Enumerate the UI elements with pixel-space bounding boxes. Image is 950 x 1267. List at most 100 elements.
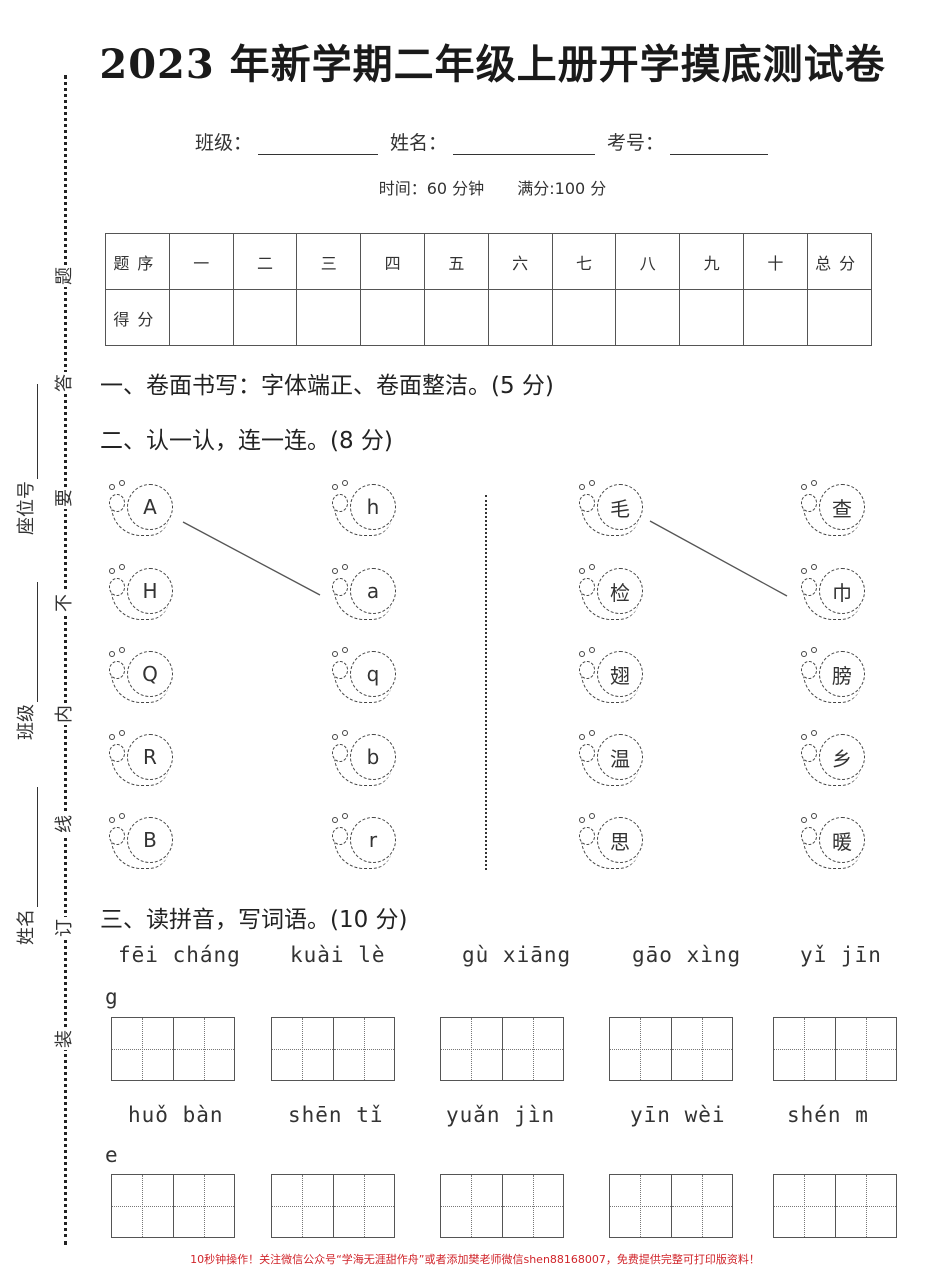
margin-name-label: 姓名 xyxy=(16,909,37,945)
score-label: 得分 xyxy=(105,289,170,346)
snail-char-jian[interactable]: 检 xyxy=(575,564,645,626)
snail-char-wen[interactable]: 温 xyxy=(575,730,645,792)
exam-number-label: 考号： xyxy=(607,132,665,154)
snail-char-bang[interactable]: 膀 xyxy=(797,647,867,709)
margin-seat-number: 座位号 xyxy=(12,384,38,535)
writing-grid[interactable] xyxy=(440,1017,564,1081)
pinyin-label: gāo xìng xyxy=(632,943,742,967)
score-table-header-row: 题序 一 二 三 四 五 六 七 八 九 十 总分 xyxy=(105,233,872,290)
writing-grid[interactable] xyxy=(111,1017,235,1081)
writing-grid[interactable] xyxy=(440,1174,564,1238)
page-title: 2023 年新学期二年级上册开学摸底测试卷 xyxy=(99,41,886,88)
score-cell[interactable] xyxy=(232,289,298,346)
pinyin-label: shēn tǐ xyxy=(288,1103,384,1127)
name-field[interactable] xyxy=(453,133,596,155)
snail-char-cha[interactable]: 查 xyxy=(797,480,867,542)
margin-warning-char: 题 xyxy=(54,265,76,287)
snail-char-si[interactable]: 思 xyxy=(575,813,645,875)
score-cell[interactable] xyxy=(679,289,744,346)
margin-warning-char: 线 xyxy=(54,813,76,835)
snail-letter-h[interactable]: h xyxy=(328,480,398,542)
writing-grid[interactable] xyxy=(111,1174,235,1238)
margin-class-label: 班级 xyxy=(16,704,37,740)
name-label: 姓名： xyxy=(390,132,448,154)
column-header: 四 xyxy=(360,233,425,290)
snail-letter-A[interactable]: A xyxy=(105,480,175,542)
column-header: 二 xyxy=(232,233,298,290)
section-2-heading: 二、认一认，连一连。(8 分) xyxy=(100,428,393,454)
pinyin-wrap: e xyxy=(105,1143,119,1167)
pinyin-label: gù xiāng xyxy=(462,943,572,967)
binding-dotted-line xyxy=(64,75,67,1245)
exam-number-field[interactable] xyxy=(670,133,769,155)
column-header: 三 xyxy=(296,233,362,290)
snail-letter-b[interactable]: b xyxy=(328,730,398,792)
snail-letter-r[interactable]: r xyxy=(328,813,398,875)
margin-class: 班级 xyxy=(12,582,38,740)
score-cell[interactable] xyxy=(551,289,617,346)
class-label: 班级： xyxy=(195,132,253,154)
footer-promo-text: 10秒钟操作！关注微信公众号“学海无涯甜作舟”或者添加樊老师微信shen8816… xyxy=(190,1253,760,1266)
snail-char-mao[interactable]: 毛 xyxy=(575,480,645,542)
snail-letter-B[interactable]: B xyxy=(105,813,175,875)
margin-warning-char: 答 xyxy=(54,372,76,394)
seat-number-label: 座位号 xyxy=(16,481,37,535)
column-header: 六 xyxy=(487,233,553,290)
column-header: 八 xyxy=(615,233,681,290)
snail-char-nuan[interactable]: 暖 xyxy=(797,813,867,875)
score-cell[interactable] xyxy=(296,289,362,346)
column-header-total: 总分 xyxy=(806,233,872,290)
writing-grid[interactable] xyxy=(609,1017,733,1081)
margin-warning-char: 要 xyxy=(54,487,76,509)
score-cell[interactable] xyxy=(423,289,489,346)
margin-class-field[interactable] xyxy=(18,582,38,702)
score-cell[interactable] xyxy=(742,289,808,346)
snail-letter-q[interactable]: q xyxy=(328,647,398,709)
writing-grid[interactable] xyxy=(773,1174,897,1238)
seat-number-field[interactable] xyxy=(18,384,38,479)
writing-grid[interactable] xyxy=(773,1017,897,1081)
pinyin-label: huǒ bàn xyxy=(128,1103,224,1127)
matching-divider xyxy=(485,495,487,870)
writing-grid[interactable] xyxy=(609,1174,733,1238)
column-header: 九 xyxy=(679,233,744,290)
pinyin-label: kuài lè xyxy=(290,943,386,967)
pinyin-label: shén m xyxy=(787,1103,869,1127)
pinyin-label: yuǎn jìn xyxy=(446,1103,556,1127)
time-limit: 时间：60 分钟 xyxy=(378,179,485,198)
column-header: 七 xyxy=(551,233,617,290)
margin-warning-char: 装 xyxy=(54,1028,76,1050)
margin-name-field[interactable] xyxy=(18,787,38,907)
score-cell[interactable] xyxy=(487,289,553,346)
snail-letter-a[interactable]: a xyxy=(328,564,398,626)
snail-letter-H[interactable]: H xyxy=(105,564,175,626)
score-cell-total[interactable] xyxy=(806,289,872,346)
snail-letter-Q[interactable]: Q xyxy=(105,647,175,709)
snail-char-jin[interactable]: 巾 xyxy=(797,564,867,626)
pinyin-label: yīn wèi xyxy=(630,1103,726,1127)
section-3-heading: 三、读拼音，写词语。(10 分) xyxy=(100,907,408,933)
section-1-heading: 一、卷面书写：字体端正、卷面整洁。(5 分) xyxy=(100,373,554,399)
snail-char-chi[interactable]: 翅 xyxy=(575,647,645,709)
column-header: 一 xyxy=(168,233,234,290)
writing-grid[interactable] xyxy=(271,1174,395,1238)
column-header: 十 xyxy=(742,233,808,290)
margin-name: 姓名 xyxy=(12,787,38,945)
margin-warning-char: 内 xyxy=(54,703,76,725)
header-label: 题序 xyxy=(105,233,170,290)
score-cell[interactable] xyxy=(168,289,234,346)
pinyin-wrap: g xyxy=(105,985,119,1009)
score-cell[interactable] xyxy=(360,289,425,346)
class-field[interactable] xyxy=(258,133,379,155)
writing-grid[interactable] xyxy=(271,1017,395,1081)
snail-letter-R[interactable]: R xyxy=(105,730,175,792)
pinyin-label: yǐ jīn xyxy=(800,943,882,967)
full-score: 满分:100 分 xyxy=(517,179,607,198)
score-table-score-row: 得分 xyxy=(105,289,872,346)
snail-char-xiang[interactable]: 乡 xyxy=(797,730,867,792)
score-cell[interactable] xyxy=(615,289,681,346)
student-info-row: 班级： 姓名： 考号： xyxy=(195,128,780,155)
pinyin-label: fēi cháng xyxy=(118,943,241,967)
margin-warning-char: 不 xyxy=(54,592,76,614)
column-header: 五 xyxy=(423,233,489,290)
